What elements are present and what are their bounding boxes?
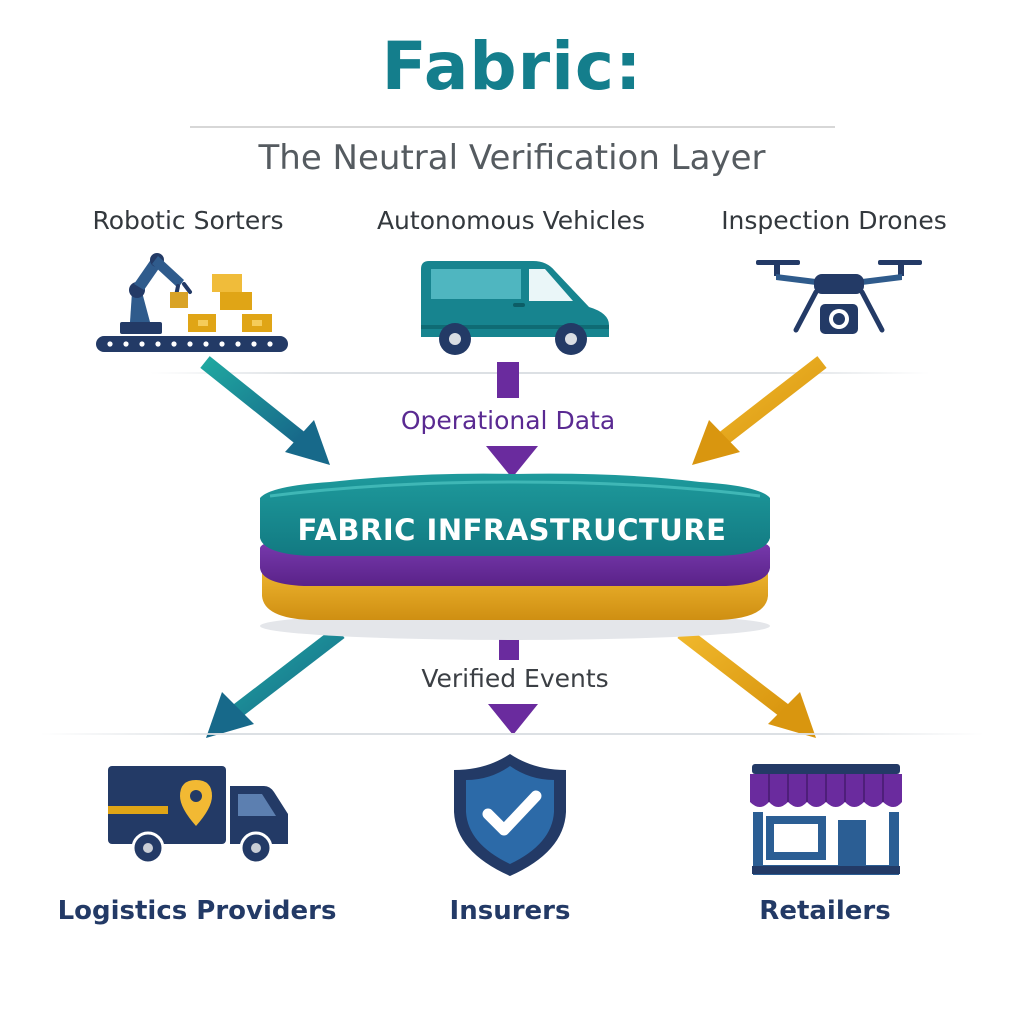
destination-label-insurers: Insurers [449, 896, 571, 926]
source-label-inspection-drones: Inspection Drones [721, 206, 947, 235]
page-title: Fabric: [381, 28, 643, 105]
source-label-robotic-sorters: Robotic Sorters [92, 206, 284, 235]
flow-label-operational-data: Operational Data [400, 406, 616, 435]
infrastructure-label: FABRIC INFRASTRUCTURE [297, 513, 727, 547]
source-label-autonomous-vehicles: Autonomous Vehicles [376, 206, 646, 235]
page-subtitle: The Neutral Verification Layer [258, 138, 766, 178]
robotic-sorter-icon [96, 253, 288, 352]
arrow-drone-to-infrastructure [692, 356, 827, 465]
infrastructure-platform [260, 473, 770, 640]
shield-check-icon [454, 754, 566, 876]
destination-label-logistics-providers: Logistics Providers [57, 896, 337, 926]
section-divider-top [150, 372, 930, 374]
flow-label-verified-events: Verified Events [421, 664, 609, 693]
storefront-icon [750, 764, 902, 875]
section-divider-bottom [40, 733, 984, 735]
delivery-truck-icon [108, 766, 288, 865]
van-icon [421, 261, 609, 355]
title-divider [190, 126, 835, 128]
drone-icon [756, 260, 922, 334]
destination-label-retailers: Retailers [759, 896, 891, 926]
